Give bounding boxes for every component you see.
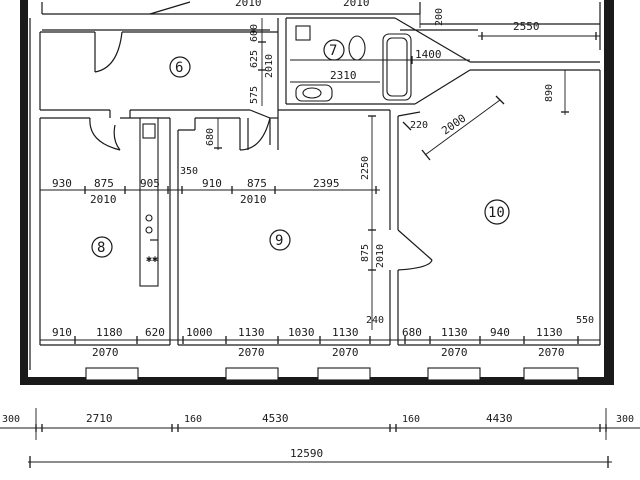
- dim-v-890: 890: [544, 84, 555, 102]
- dim-b-680: 680: [402, 326, 422, 339]
- outer-walls: [20, 0, 614, 385]
- dim-m-875-b: 875: [247, 177, 267, 190]
- dim-b-1130-d: 1130: [536, 326, 563, 339]
- dim-v-2010-b: 2010: [375, 244, 386, 268]
- dim-w-2070-a: 2070: [92, 346, 119, 359]
- dim-b-1130-c: 1130: [441, 326, 468, 339]
- dim-diag-220: 220: [410, 120, 428, 131]
- dim-v-2250: 2250: [360, 156, 371, 180]
- dim-v-575: 575: [249, 86, 260, 104]
- dim-m-350: 350: [180, 166, 198, 177]
- dim-b-1000: 1000: [186, 326, 213, 339]
- interior-walls: [29, 17, 601, 370]
- dim-m-2395: 2395: [313, 177, 340, 190]
- fixtures: ✱✱: [139, 25, 412, 287]
- top-wall-strip: [41, 1, 601, 50]
- room-9-marker: [269, 229, 291, 251]
- dim-w-2070-b: 2070: [238, 346, 265, 359]
- dim-o-300-right: 300: [616, 414, 634, 425]
- room-8-label: 8: [97, 240, 105, 256]
- dim-b-240: 240: [366, 315, 384, 326]
- dim-o-total: 12590: [290, 447, 323, 460]
- room-10-label: 10: [488, 205, 505, 221]
- room-8-marker: [91, 236, 113, 258]
- dim-b-550: 550: [576, 315, 594, 326]
- dim-top-2550: 2550: [513, 20, 540, 33]
- dim-bath-2310: 2310: [330, 69, 357, 82]
- room-6-label: 6: [175, 60, 183, 76]
- dimension-lines: [0, 2, 640, 468]
- dim-bath-1400: 1400: [415, 48, 442, 61]
- dim-w-2070-c: 2070: [332, 346, 359, 359]
- dim-m-2010-b: 2010: [90, 193, 117, 206]
- dim-o-160-a: 160: [184, 414, 202, 425]
- room-6-marker: [169, 56, 191, 78]
- dim-o-2710: 2710: [86, 412, 113, 425]
- dim-m-930: 930: [52, 177, 72, 190]
- room-9-label: 9: [275, 233, 283, 249]
- dim-w-2070-d: 2070: [441, 346, 468, 359]
- dim-v-875: 875: [360, 244, 371, 262]
- room-7-label: 7: [329, 43, 337, 59]
- dim-o-4530: 4530: [262, 412, 289, 425]
- dim-v-680: 680: [205, 128, 216, 146]
- dim-v-2010-a: 2010: [264, 54, 275, 78]
- room-labels: 6 7 8 9 10: [91, 39, 510, 258]
- dim-b-1030: 1030: [288, 326, 315, 339]
- dimension-labels: 2010 2010 2550 200 600 625 2010 575 1400…: [2, 0, 634, 460]
- dim-b-910: 910: [52, 326, 72, 339]
- dim-o-4430: 4430: [486, 412, 513, 425]
- room-10-marker: [484, 199, 510, 225]
- dim-b-1130-a: 1130: [238, 326, 265, 339]
- dim-b-1130-b: 1130: [332, 326, 359, 339]
- dim-m-2010-c: 2010: [240, 193, 267, 206]
- windows: [85, 367, 579, 381]
- dim-b-620: 620: [145, 326, 165, 339]
- dim-top-200: 200: [434, 8, 445, 26]
- dim-b-1180: 1180: [96, 326, 123, 339]
- dim-m-905: 905: [140, 177, 160, 190]
- dim-w-2070-e: 2070: [538, 346, 565, 359]
- dim-m-910: 910: [202, 177, 222, 190]
- dim-b-940: 940: [490, 326, 510, 339]
- dim-v-600: 600: [249, 24, 260, 42]
- dim-top-2010-a: 2010: [235, 0, 262, 9]
- dim-o-160-b: 160: [402, 414, 420, 425]
- dim-m-875-a: 875: [94, 177, 114, 190]
- dim-top-2010-b: 2010: [343, 0, 370, 9]
- doors: [89, 31, 433, 271]
- dim-o-300-left: 300: [2, 414, 20, 425]
- stove-marks: ✱✱: [146, 254, 158, 265]
- dim-v-625: 625: [249, 50, 260, 68]
